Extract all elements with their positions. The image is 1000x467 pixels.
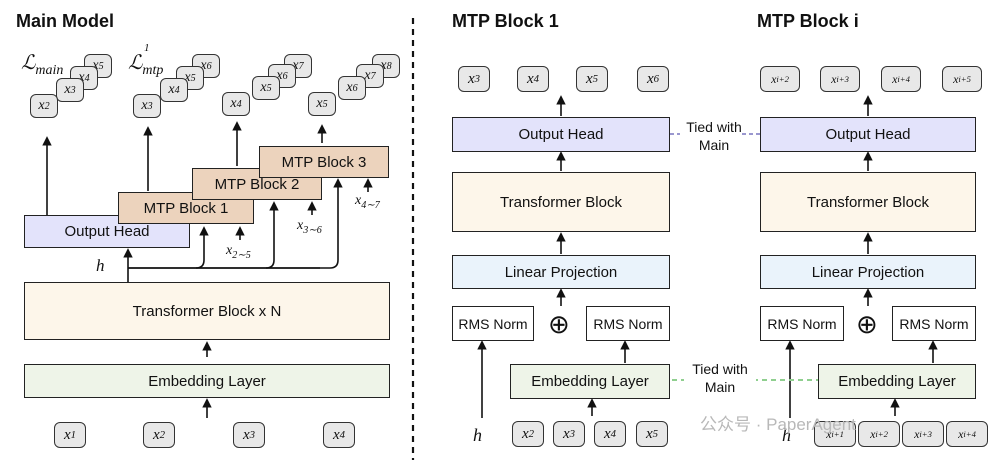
- mtpi-rms-norm-right: RMS Norm: [892, 306, 976, 341]
- mtp1-h-label: h: [473, 425, 482, 445]
- mtpi-concat-icon: ⊕: [856, 309, 878, 339]
- loss-main-label: ℒmain: [21, 52, 64, 78]
- mtpi-embedding-layer: Embedding Layer: [818, 364, 976, 399]
- mtpi-output-head: Output Head: [760, 117, 976, 152]
- mtp1-rms-norm-left: RMS Norm: [452, 306, 534, 341]
- mtpi-rms-norm-left: RMS Norm: [760, 306, 844, 341]
- mtp1-linear-projection: Linear Projection: [452, 255, 670, 289]
- main-transformer-block: Transformer Block x N: [24, 282, 390, 340]
- mtpi-linear-projection: Linear Projection: [760, 255, 976, 289]
- mtp1-concat-icon: ⊕: [548, 309, 570, 339]
- main-range-2: x3∼6: [297, 218, 322, 236]
- watermark: 公众号 · PaperAgent: [700, 415, 856, 434]
- h-to-mtp3: [266, 178, 343, 269]
- main-range-1: x2∼5: [226, 243, 251, 261]
- tied-with-main-top: Tied with Main: [686, 119, 742, 153]
- loss-mtp-label: ℒmtp: [128, 52, 164, 78]
- mtp1-title: MTP Block 1: [452, 11, 559, 31]
- mtpi-transformer-block: Transformer Block: [760, 172, 976, 232]
- mtp1-rms-norm-right: RMS Norm: [586, 306, 670, 341]
- main-mtp-block-3: MTP Block 3: [259, 146, 389, 178]
- tied-with-main-bottom: Tied with Main: [684, 360, 756, 396]
- mtpi-h-label: h: [782, 425, 791, 445]
- loss-mtp-superscript: 1: [144, 42, 150, 54]
- mtpi-title: MTP Block i: [757, 11, 859, 31]
- main-h-label: h: [96, 256, 105, 275]
- mtp1-output-head: Output Head: [452, 117, 670, 152]
- main-range-3: x4∼7: [355, 193, 380, 211]
- main-embedding-layer: Embedding Layer: [24, 364, 390, 398]
- mtp1-transformer-block: Transformer Block: [452, 172, 670, 232]
- main-model-title: Main Model: [16, 11, 114, 31]
- mtp1-embedding-layer: Embedding Layer: [510, 364, 670, 399]
